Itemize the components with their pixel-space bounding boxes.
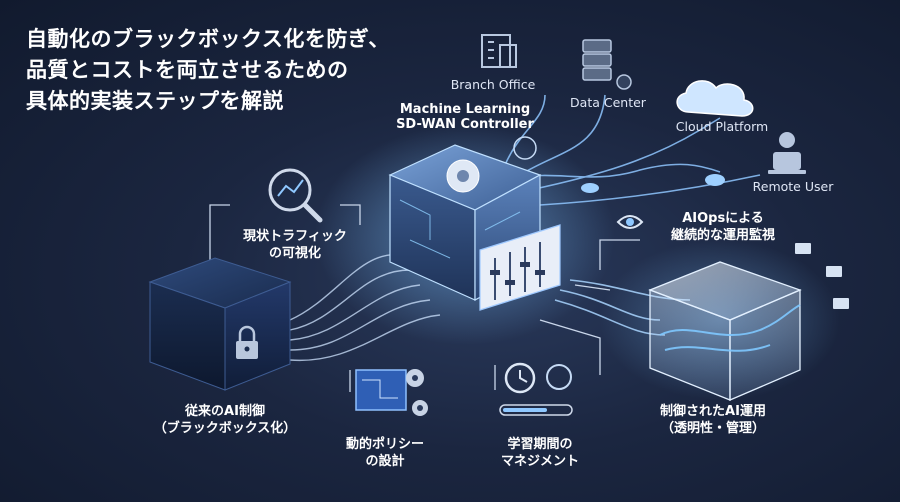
brain-icon [513,136,537,160]
visualize-step-line-1: 現状トラフィック [243,229,347,244]
learning-brain-icon [546,364,572,390]
eye-icon [616,215,644,229]
blackbox-line-1: 従来のAI制御 [185,404,265,419]
cloud-platform-label: Cloud Platform [675,119,769,134]
controlled-ai-line-2: （透明性・管理） [660,421,765,436]
network-links [504,94,761,206]
controller-label-line-1: Machine Learning [399,102,531,117]
visualize-step-label: 現状トラフィック の可視化 [230,228,360,262]
control-panel [479,224,561,311]
data-flow-lines [289,254,441,362]
aiops-step-line-1: AIOpsによる [682,211,764,226]
controlled-ai-label: 制御されたAI運用 （透明性・管理） [638,403,788,437]
learning-step-line-2: マネジメント [500,454,579,469]
blackbox-cube [148,257,292,391]
blackbox-label: 従来のAI制御 （ブラックボックス化） [140,403,310,437]
lock-icon [236,325,258,359]
policy-step-line-2: の設計 [365,454,405,469]
process-arrows [209,204,640,392]
title-line-2: 品質とコストを両立させるための [26,58,349,82]
controlled-ai-line-1: 制御されたAI運用 [660,404,766,419]
cloud-icon [676,80,754,117]
learning-step-line-1: 学習期間の [507,437,573,452]
policy-step-label: 動的ポリシー の設計 [330,436,440,470]
data-center-icon [582,39,632,90]
aiops-step-line-2: 継続的な運用監視 [670,228,775,243]
visualize-step-line-2: の可視化 [268,246,321,261]
controller-label-line-2: SD-WAN Controller [396,117,534,132]
remote-user-label: Remote User [752,179,834,194]
learning-progress-bar [499,404,573,416]
title-line-3: 具体的実装ステップを解説 [26,89,284,113]
branch-office-icon [481,34,517,68]
blackbox-line-2: （ブラックボックス化） [153,421,297,436]
aiops-step-label: AIOpsによる 継続的な運用監視 [648,210,798,244]
blueprint-gear-icon [355,369,428,416]
network-nodes [581,174,725,193]
remote-user-icon [768,132,806,174]
learning-step-label: 学習期間の マネジメント [480,436,600,470]
title-line-1: 自動化のブラックボックス化を防ぎ、 [26,27,390,51]
message-envelopes [795,243,849,309]
controlled-ai-cube [648,261,802,401]
data-center-label: Data Center [570,95,646,110]
policy-step-line-1: 動的ポリシー [345,437,424,452]
controller-label: Machine Learning SD-WAN Controller [390,102,540,132]
page-title: 自動化のブラックボックス化を防ぎ、 品質とコストを両立させるための 具体的実装ス… [26,24,446,117]
branch-office-label: Branch Office [450,77,536,92]
magnifier-chart-icon [268,168,323,223]
clock-icon [504,362,536,394]
